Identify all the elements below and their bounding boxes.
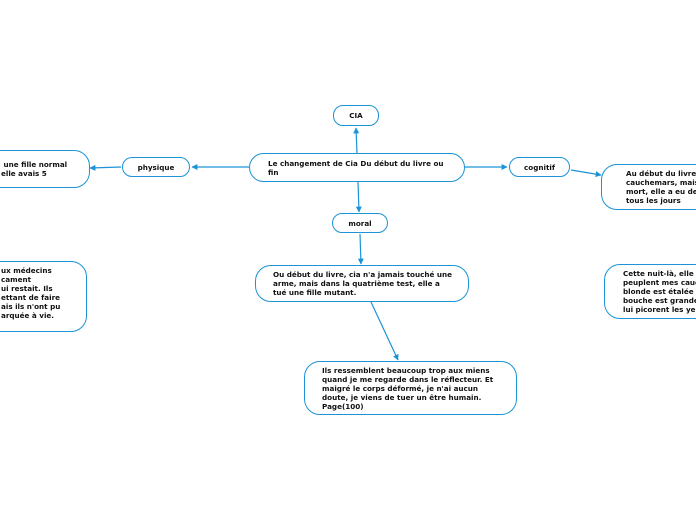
node-cognitif-note-bottom-text: Cette nuit-là, elle r peuplent mes cauc …: [623, 269, 696, 314]
node-central-topic[interactable]: Le changement de Cia Du début du livre o…: [249, 153, 465, 182]
node-moral-main-text: Ou début du livre, cia n'a jamais touché…: [273, 270, 452, 297]
node-physique-note-top[interactable]: une fille normal elle avais 5: [0, 150, 90, 188]
connector-physique-note: [89, 164, 122, 171]
node-moral-main[interactable]: Ou début du livre, cia n'a jamais touché…: [255, 265, 469, 302]
node-cia-label: CIA: [349, 111, 363, 120]
connector-central-moral: [355, 181, 362, 213]
connector-central-cia: [353, 127, 360, 154]
node-physique-note-bottom-text: ux médecins cament ui restait. Ils ettan…: [1, 266, 61, 320]
node-physique[interactable]: physique: [122, 157, 190, 177]
node-moral[interactable]: moral: [332, 213, 388, 233]
node-cognitif[interactable]: cognitif: [509, 157, 570, 177]
connector-cognitif-note: [570, 169, 602, 178]
connector-moral-main: [357, 233, 364, 265]
node-physique-note-top-text: une fille normal elle avais 5: [1, 160, 68, 178]
connector-main-sub: [370, 301, 399, 361]
node-cognitif-note-bottom[interactable]: Cette nuit-là, elle r peuplent mes cauc …: [604, 264, 696, 319]
node-cognitif-label: cognitif: [524, 162, 555, 172]
node-physique-label: physique: [137, 162, 175, 172]
node-cognitif-note-top[interactable]: Au début du livre c cauchemars, mais mor…: [601, 164, 696, 210]
node-moral-label: moral: [348, 218, 372, 228]
node-moral-sub-text: Ils ressemblent beaucoup trop aux miens …: [322, 365, 494, 411]
node-central-label: Le changement de Cia Du début du livre o…: [268, 158, 444, 177]
node-physique-note-bottom[interactable]: ux médecins cament ui restait. Ils ettan…: [0, 261, 87, 332]
node-moral-sub[interactable]: Ils ressemblent beaucoup trop aux miens …: [304, 361, 517, 415]
node-cia[interactable]: CIA: [333, 105, 379, 126]
node-cognitif-note-top-text: Au début du livre c cauchemars, mais mor…: [626, 169, 696, 205]
